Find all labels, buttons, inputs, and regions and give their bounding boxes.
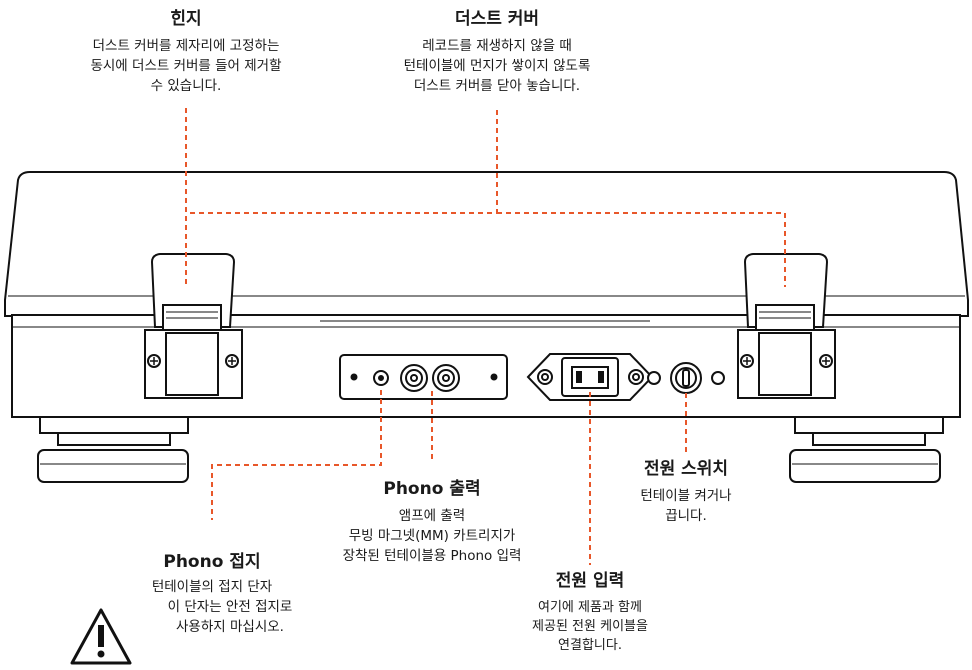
phono-output-desc-line: 장착된 턴테이블용 Phono 입력 <box>342 548 522 564</box>
power-switch-title: 전원 스위치 <box>643 459 729 479</box>
power-input-callout: 전원 입력 여기에 제품과 함께 제공된 전원 케이블을 연결합니다. <box>486 570 694 655</box>
warning-triangle-icon <box>70 608 132 665</box>
hinge-desc-line: 더스트 커버를 제자리에 고정하는 <box>92 38 280 54</box>
phono-ground-callout: Phono 접지 턴테이블의 접지 단자 이 단자는 안전 접지로 사용하지 마… <box>96 551 328 637</box>
hinge-desc-line: 수 있습니다. <box>150 78 222 94</box>
dust-cover-desc-line: 턴테이블에 먼지가 쌓이지 않도록 <box>403 58 591 74</box>
power-switch-callout: 전원 스위치 턴테이블 켜거나 끕니다. <box>600 458 772 526</box>
hinge-desc-line: 동시에 더스트 커버를 들어 제거할 <box>90 58 282 74</box>
dust-cover-callout: 더스트 커버 레코드를 재생하지 않을 때 턴테이블에 먼지가 쌓이지 않도록 … <box>357 8 637 96</box>
power-switch-desc-line: 턴테이블 켜거나 <box>640 488 732 504</box>
power-switch <box>647 362 725 394</box>
foot-right <box>789 416 944 483</box>
power-inlet <box>526 353 654 401</box>
phono-ground-desc-line: 이 단자는 안전 접지로 <box>167 599 293 615</box>
power-switch-desc-line: 끕니다. <box>665 508 707 524</box>
dust-cover-desc-line: 더스트 커버를 닫아 놓습니다. <box>413 78 581 94</box>
power-input-desc-line: 제공된 전원 케이블을 <box>532 619 648 634</box>
power-input-desc-line: 여기에 제품과 함께 <box>538 600 642 615</box>
phono-output-callout: Phono 출력 앰프에 출력 무빙 마그넷(MM) 카트리지가 장착된 턴테이… <box>300 478 564 566</box>
hinge-right <box>737 253 836 399</box>
leader-lines <box>185 108 786 565</box>
dust-cover-desc-line: 레코드를 재생하지 않을 때 <box>422 38 572 54</box>
dust-cover <box>4 171 969 317</box>
hinge-left <box>144 253 243 399</box>
power-input-title: 전원 입력 <box>555 571 625 591</box>
leader-dust-cover-right <box>497 212 786 287</box>
phono-ground-desc-line: 턴테이블의 접지 단자 <box>151 579 273 595</box>
hinge-title: 힌지 <box>170 9 202 29</box>
hinge-callout: 힌지 더스트 커버를 제자리에 고정하는 동시에 더스트 커버를 들어 제거할 … <box>46 8 326 96</box>
foot-left <box>37 416 189 483</box>
leader-phono-ground <box>211 390 382 520</box>
phono-output-title: Phono 출력 <box>383 479 481 499</box>
dust-cover-title: 더스트 커버 <box>454 9 540 29</box>
phono-ground-desc-line: 사용하지 마십시오. <box>176 619 284 635</box>
power-input-desc-line: 연결합니다. <box>558 638 622 653</box>
phono-output-desc-line: 앰프에 출력 <box>398 508 466 524</box>
phono-output-desc-line: 무빙 마그넷(MM) 카트리지가 <box>348 528 516 544</box>
phono-connector-plate <box>339 354 508 400</box>
phono-ground-title: Phono 접지 <box>163 552 261 572</box>
